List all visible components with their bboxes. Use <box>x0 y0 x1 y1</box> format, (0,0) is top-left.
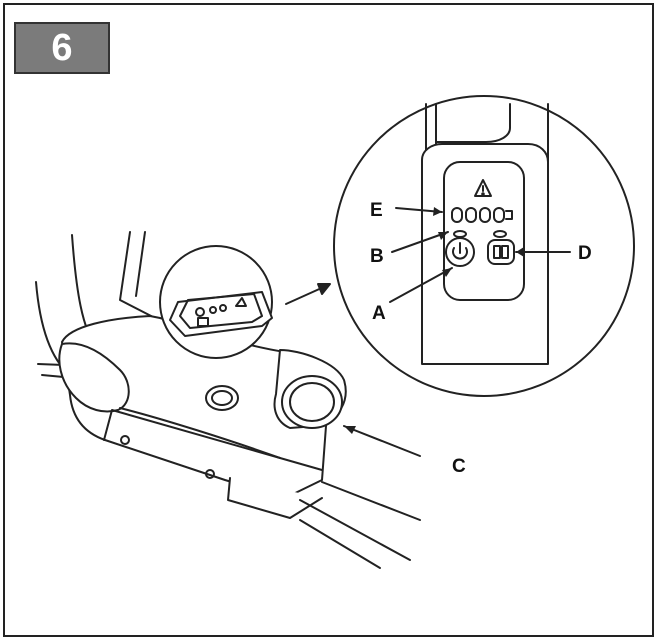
warning-triangle-icon <box>474 179 492 197</box>
battery-level-icon <box>451 207 513 223</box>
led-d <box>493 230 507 238</box>
callout-line-c <box>343 425 421 457</box>
step-number-badge: 6 <box>14 22 110 74</box>
power-button[interactable] <box>445 237 475 267</box>
callout-label-d: D <box>578 243 592 264</box>
mode-button-icon <box>493 245 509 259</box>
rear-frame <box>119 231 156 319</box>
callout-label-c: C <box>452 456 466 477</box>
callout-label-e: E <box>370 200 383 221</box>
callout-line-b <box>391 231 449 253</box>
lower-frame-tube <box>299 499 411 561</box>
top-knob <box>205 385 239 411</box>
step-number: 6 <box>51 27 73 69</box>
callout-label-a: A <box>372 303 386 324</box>
rear-frame-inner <box>135 231 146 297</box>
handle-grip-end <box>58 342 130 413</box>
mode-button[interactable] <box>487 239 515 265</box>
power-icon <box>452 242 468 260</box>
callout-line-a <box>389 267 453 303</box>
callout-label-b: B <box>370 246 384 267</box>
